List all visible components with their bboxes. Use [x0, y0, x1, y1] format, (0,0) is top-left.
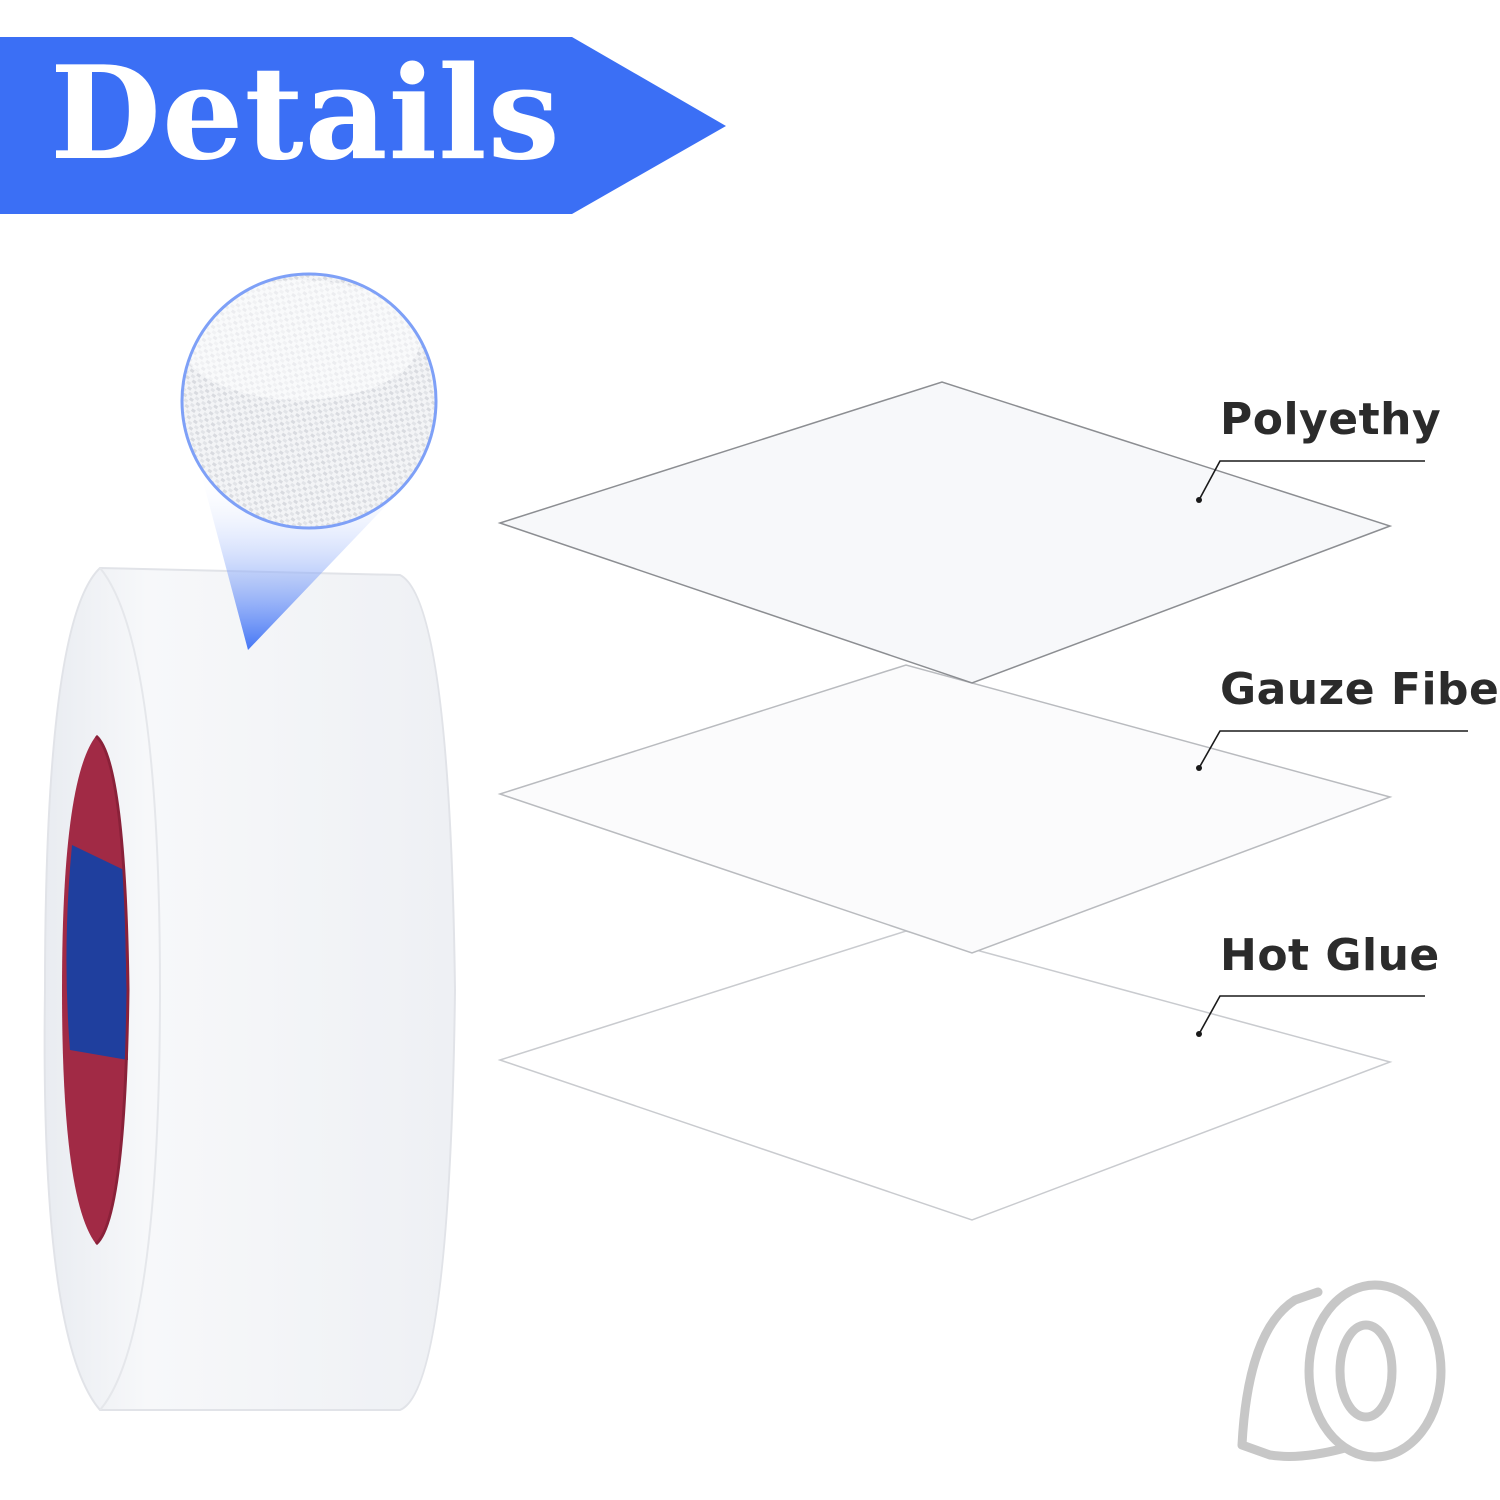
label-leaders [1196, 460, 1468, 1037]
leader-polyethy [1198, 460, 1425, 501]
tape-roll-edge [99, 567, 162, 1411]
tape-core [62, 734, 130, 1246]
tape-roll-face [43, 566, 457, 1411]
banner-title: Details [50, 39, 561, 189]
layer-sheet-glue [497, 930, 1393, 1221]
details-banner [0, 37, 726, 214]
banner-arrow-shape [0, 37, 726, 214]
layer-sheets [497, 381, 1393, 1221]
tape-roll-illustration [43, 272, 457, 1411]
layer-sheet-polyethylene [497, 381, 1393, 684]
layer-sheet-gauze [497, 664, 1393, 954]
leader-glue [1198, 995, 1425, 1035]
leader-gauze [1198, 730, 1468, 769]
tape-roll-outline-icon [1237, 1280, 1446, 1462]
layer-label-gauze-fiber: Gauze Fiber [1220, 664, 1500, 715]
magnifier-circle-icon [180, 272, 438, 530]
layer-label-polyethy: Polyethy [1220, 394, 1442, 445]
layer-label-hot-glue: Hot Glue [1220, 930, 1440, 981]
